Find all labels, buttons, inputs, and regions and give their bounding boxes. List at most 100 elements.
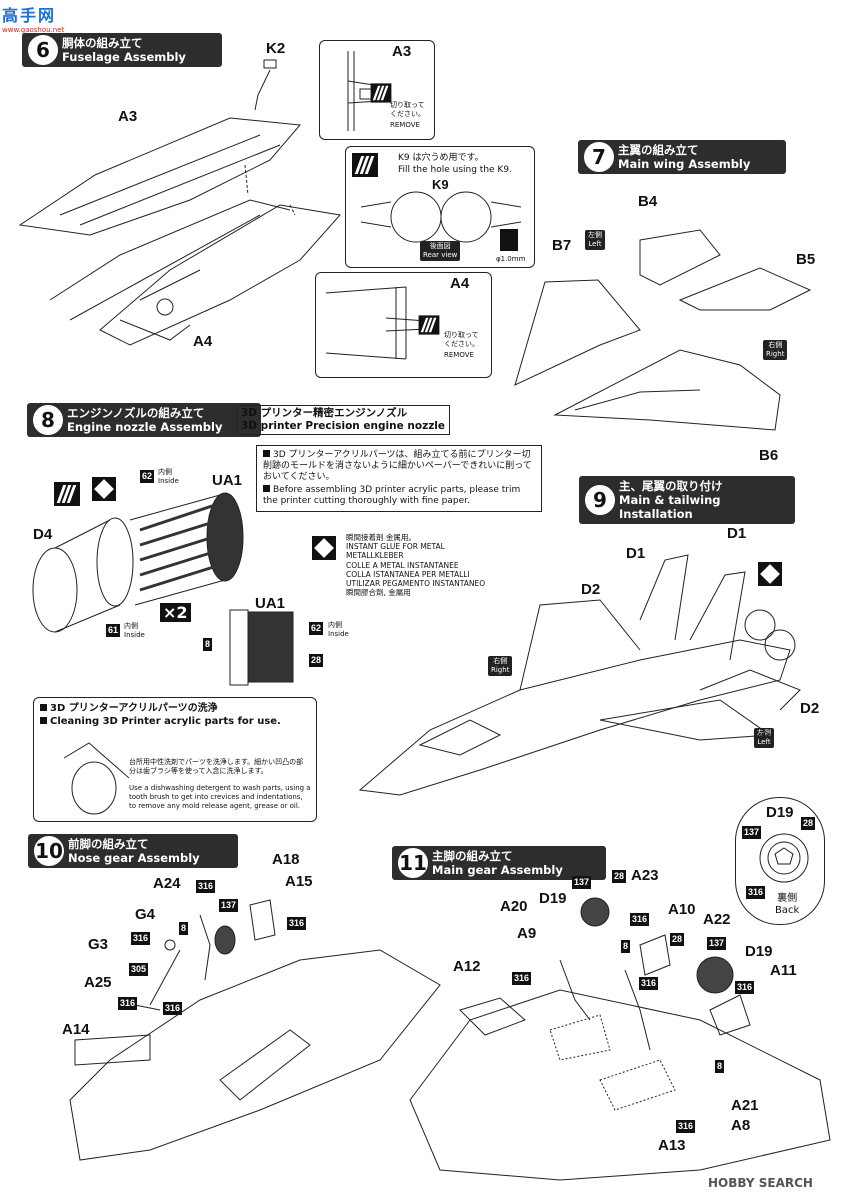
inside-en-2: Inside bbox=[124, 631, 145, 639]
step7-title-en: Main wing Assembly bbox=[618, 157, 751, 171]
inside-jp: 内側 bbox=[158, 468, 172, 476]
cleaning-box: 3D プリンターアクリルパーツの洗浄 Cleaning 3D Printer a… bbox=[33, 697, 317, 822]
step9-right-en: Right bbox=[491, 666, 510, 674]
main-label-a21: A21 bbox=[731, 1097, 759, 1114]
nose-tag-316a: 316 bbox=[196, 880, 216, 893]
drill-icon bbox=[500, 229, 518, 251]
step6-header: 6 胴体の組み立て Fuselage Assembly bbox=[22, 33, 222, 67]
step7-left-badge: 左側 Left bbox=[585, 230, 605, 250]
back-text-jp: 裏側 bbox=[777, 893, 798, 904]
step7-number: 7 bbox=[582, 140, 616, 174]
nose-label-a24: A24 bbox=[153, 875, 181, 892]
step6-number: 6 bbox=[26, 33, 60, 67]
inside-en-3: Inside bbox=[328, 630, 349, 638]
label-d4: D4 bbox=[33, 526, 53, 543]
step7-right-en: Right bbox=[766, 350, 785, 358]
printer-note-en-text: Before assembling 3D printer acrylic par… bbox=[263, 485, 521, 506]
rear-view-en: Rear view bbox=[423, 251, 458, 259]
detail-a4-label: A4 bbox=[450, 275, 470, 292]
step7-label-b7: B7 bbox=[552, 237, 572, 254]
main-tag-316e: 316 bbox=[676, 1120, 696, 1133]
watermark-url: www.gaoshou.net bbox=[2, 26, 65, 34]
inside-jp-2: 内側 bbox=[124, 622, 138, 630]
cleaning-title-en-text: Cleaning 3D Printer acrylic parts for us… bbox=[50, 716, 281, 727]
step9-label-d2a: D2 bbox=[581, 581, 601, 598]
step9-left-en: Left bbox=[757, 738, 771, 746]
back-tag-137: 137 bbox=[742, 826, 762, 839]
cleaning-title-jp: 3D プリンターアクリルパーツの洗浄 bbox=[40, 702, 281, 715]
main-label-a13: A13 bbox=[658, 1137, 686, 1154]
printer-note-jp-text: 3D プリンターアクリルパーツは、組み立てる前にプリンター切削跡のモールドを消さ… bbox=[263, 450, 532, 482]
watermark-logo: 高手网 www.gaoshou.net bbox=[2, 2, 68, 34]
k9-label: K9 bbox=[432, 177, 449, 192]
cleaning-title-jp-text: 3D プリンターアクリルパーツの洗浄 bbox=[50, 703, 218, 714]
step10-title-jp: 前脚の組み立て bbox=[68, 837, 149, 851]
step7-label-b6: B6 bbox=[759, 447, 779, 464]
main-label-a12: A12 bbox=[453, 958, 481, 975]
step7-label-b5: B5 bbox=[796, 251, 816, 268]
nose-label-g3: G3 bbox=[88, 936, 109, 953]
pencil-icon bbox=[54, 482, 80, 506]
printer-note: 3D プリンターアクリルパーツは、組み立てる前にプリンター切削跡のモールドを消さ… bbox=[256, 445, 542, 512]
detail-a3-label: A3 bbox=[392, 43, 412, 60]
detail-a4-jp: 切り取って ください。 bbox=[444, 331, 479, 348]
glue-line-3: COLLE A METAL INSTANTANEE bbox=[346, 560, 459, 570]
step7-label-b4: B4 bbox=[638, 193, 658, 210]
back-tag-28: 28 bbox=[801, 817, 816, 830]
rear-view-jp: 後面図 bbox=[429, 242, 451, 250]
glue-line-5: UTILIZAR PEGAMENTO INSTANTANEO bbox=[346, 579, 486, 589]
tag-62: 62 bbox=[140, 470, 155, 483]
back-detail-circle bbox=[735, 797, 825, 925]
step8-title-en: Engine nozzle Assembly bbox=[67, 420, 223, 434]
detail-a3-jp: 切り取って ください。 bbox=[390, 101, 425, 118]
step7-header: 7 主翼の組み立て Main wing Assembly bbox=[578, 140, 786, 174]
tag-62-b: 62 bbox=[309, 622, 324, 635]
inside-jp-3: 内側 bbox=[328, 621, 342, 629]
step6-title-en: Fuselage Assembly bbox=[62, 50, 186, 64]
step11-title-en: Main gear Assembly bbox=[432, 863, 563, 877]
step7-left-en: Left bbox=[588, 240, 602, 248]
detail-a4-en: REMOVE bbox=[444, 351, 474, 359]
inside-en: Inside bbox=[158, 477, 179, 485]
step7-right-badge: 右側 Right bbox=[763, 340, 788, 360]
step9-title-en: Main & tailwing Installation bbox=[619, 493, 721, 521]
main-label-a8: A8 bbox=[731, 1117, 751, 1134]
nose-label-a25: A25 bbox=[84, 974, 112, 991]
step6-title-jp: 胴体の組み立て bbox=[62, 36, 143, 50]
nose-tag-316c: 316 bbox=[131, 932, 151, 945]
drill-size: φ1.0mm bbox=[496, 255, 526, 263]
main-label-d19b: D19 bbox=[745, 943, 773, 960]
pencil-icon bbox=[370, 83, 392, 103]
step6-label-a4: A4 bbox=[193, 333, 213, 350]
main-tag-316b: 316 bbox=[512, 972, 532, 985]
main-tag-137: 137 bbox=[572, 876, 592, 889]
k9-note-jp: K9 は穴うめ用です。 bbox=[398, 153, 484, 163]
inside-label-3: 内側 Inside bbox=[328, 621, 349, 639]
printer-nozzle-badge: 3D プリンター精密エンジンノズル 3D printer Precision e… bbox=[236, 405, 451, 435]
cleaning-title: 3D プリンターアクリルパーツの洗浄 Cleaning 3D Printer a… bbox=[40, 702, 281, 728]
main-tag-28b: 28 bbox=[670, 933, 685, 946]
glue-line-1: INSTANT GLUE FOR METAL bbox=[346, 542, 445, 552]
printer-note-jp: 3D プリンターアクリルパーツは、組み立てる前にプリンター切削跡のモールドを消さ… bbox=[263, 450, 535, 483]
quantity-x2: ×2 bbox=[160, 603, 191, 622]
step7-left-jp: 左側 bbox=[588, 231, 602, 239]
step9-label-d1b: D1 bbox=[727, 525, 747, 542]
glue-diamond-icon bbox=[92, 477, 116, 501]
glue-line-2: METALLKLEBER bbox=[346, 551, 404, 561]
back-text-en: Back bbox=[775, 905, 800, 916]
glue-line-0: 瞬間接着剤 金属用。 bbox=[346, 533, 416, 542]
step9-label-d1a: D1 bbox=[626, 545, 646, 562]
label-ua1: UA1 bbox=[212, 472, 243, 489]
step7-title-jp: 主翼の組み立て bbox=[618, 143, 699, 157]
tag-8: 8 bbox=[203, 638, 213, 651]
step9-right-badge: 右側 Right bbox=[488, 656, 513, 676]
main-tag-316d: 316 bbox=[735, 981, 755, 994]
main-tag-316a: 316 bbox=[630, 913, 650, 926]
glue-line-6: 瞬間膠合劑, 金屬用 bbox=[346, 588, 411, 598]
